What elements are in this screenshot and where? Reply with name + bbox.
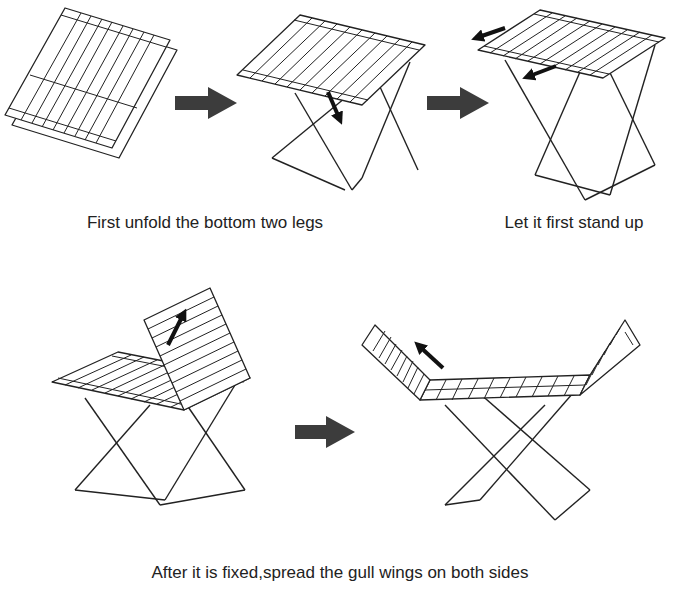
wings-spread-rack xyxy=(362,320,640,520)
step-arrow xyxy=(295,416,355,448)
step-caption: After it is fixed,spread the gull wings … xyxy=(151,563,528,583)
folded-rack xyxy=(5,8,177,158)
unfolding-rack xyxy=(237,15,425,190)
step-caption: First unfold the bottom two legs xyxy=(87,213,323,233)
step-arrow xyxy=(427,87,489,119)
step-caption: Let it first stand up xyxy=(505,213,644,233)
step-arrow xyxy=(175,87,237,119)
standing-rack xyxy=(476,10,665,200)
wing-rising-rack xyxy=(52,288,250,505)
